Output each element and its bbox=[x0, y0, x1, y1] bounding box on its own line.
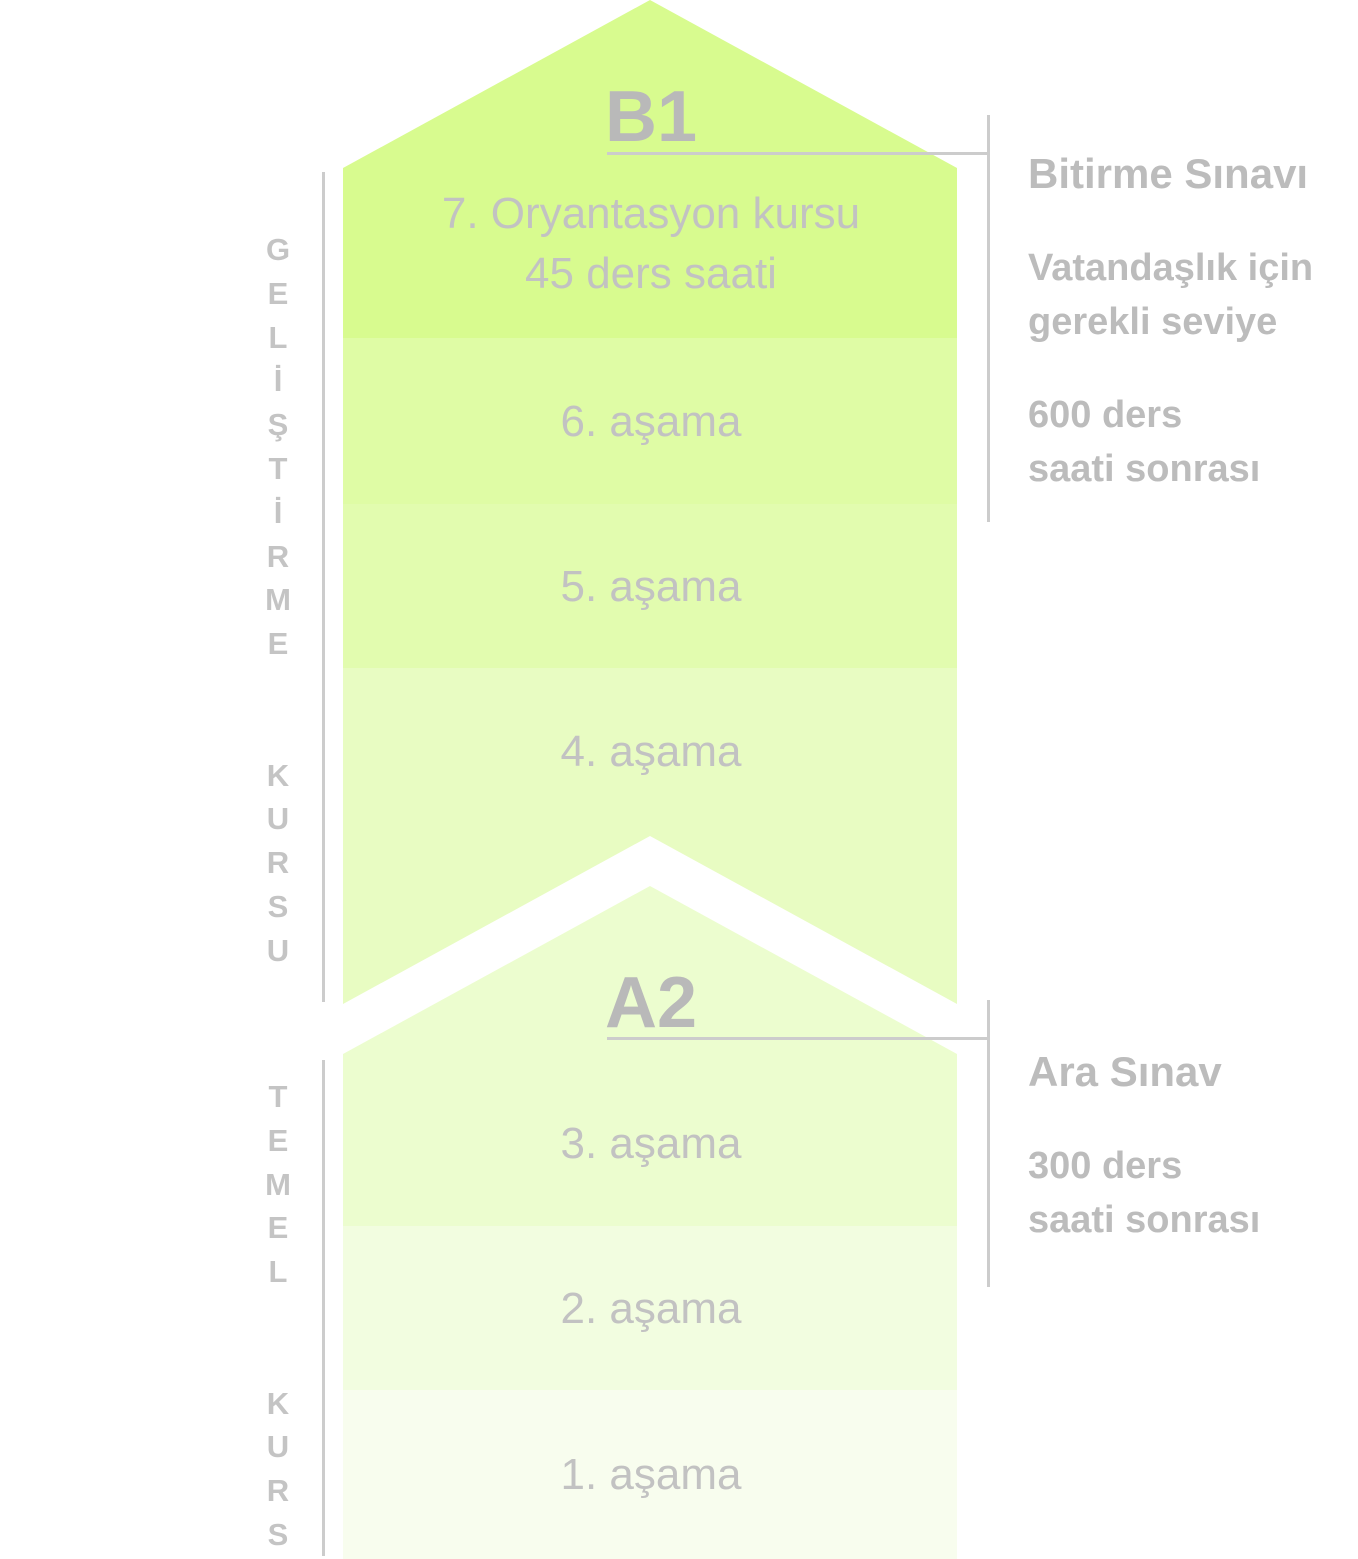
stage-4-block bbox=[343, 668, 957, 1004]
stage-7-label-line2: 45 ders saati bbox=[525, 249, 777, 298]
lower-left-bracket bbox=[322, 1060, 325, 1556]
stage-3-block bbox=[343, 886, 957, 1226]
lower-course-letter: E bbox=[267, 1122, 289, 1158]
level-a2-label: A2 bbox=[604, 963, 698, 1043]
stage-2-block bbox=[343, 1226, 957, 1390]
lower-course-letter bbox=[258, 1294, 298, 1338]
level-b1-label: B1 bbox=[604, 77, 698, 157]
lower-course-letter: T bbox=[268, 1079, 288, 1114]
stage-2-label: 2. aşama bbox=[560, 1284, 742, 1333]
upper-course-letter bbox=[258, 666, 298, 710]
upper-course-letter: Ş bbox=[267, 407, 289, 443]
stage-3-label: 3. aşama bbox=[560, 1119, 742, 1168]
b1-hours-line1: 600 ders bbox=[1028, 394, 1183, 436]
upper-course-letter: U bbox=[266, 801, 290, 837]
stage-5-block bbox=[343, 504, 957, 668]
b1-exam-title: Bitirme Sınavı bbox=[1028, 150, 1309, 197]
a2-right-bracket bbox=[987, 1000, 990, 1287]
stage-7-block bbox=[343, 0, 957, 338]
upper-course-letter bbox=[258, 710, 298, 754]
lower-course-letter: L bbox=[268, 1254, 288, 1290]
a2-hours-line2: saati sonrası bbox=[1028, 1199, 1261, 1241]
upper-course-letter: E bbox=[267, 275, 289, 311]
upper-course-letter: İ bbox=[273, 494, 283, 530]
upper-course-letter: U bbox=[266, 932, 290, 968]
upper-left-bracket bbox=[322, 172, 325, 1002]
a2-connector-line bbox=[607, 1037, 990, 1040]
upper-course-letter: R bbox=[266, 845, 290, 881]
b1-hours-line2: saati sonrası bbox=[1028, 448, 1261, 490]
lower-course-letter: E bbox=[267, 1210, 289, 1246]
upper-course-letter: T bbox=[268, 450, 288, 486]
upper-course-letter: S bbox=[267, 888, 289, 924]
lower-course-letter bbox=[258, 1338, 298, 1382]
upper-course-letter: G bbox=[265, 232, 291, 267]
upper-course-letter: M bbox=[265, 582, 291, 618]
stage-6-label: 6. aşama bbox=[560, 397, 742, 446]
lower-course-letter: M bbox=[265, 1166, 291, 1202]
stage-1-label: 1. aşama bbox=[560, 1450, 742, 1499]
upper-course-letter: L bbox=[268, 319, 288, 355]
stage-5-label: 5. aşama bbox=[560, 562, 742, 611]
a2-exam-title: Ara Sınav bbox=[1028, 1048, 1222, 1095]
b1-requirement-line1: Vatandaşlık için bbox=[1028, 247, 1314, 289]
stage-7-label-line1: 7. Oryantasyon kursu bbox=[441, 189, 861, 238]
stage-1-block bbox=[343, 1390, 957, 1559]
a2-hours-line1: 300 ders bbox=[1028, 1145, 1183, 1187]
lower-course-letter: K bbox=[266, 1385, 290, 1421]
b1-requirement-line2: gerekli seviye bbox=[1028, 301, 1278, 343]
stage-4-label: 4. aşama bbox=[560, 727, 742, 776]
b1-right-bracket bbox=[987, 115, 990, 522]
upper-course-letter: İ bbox=[273, 363, 283, 399]
upper-course-letter: R bbox=[266, 538, 290, 574]
upper-course-letter: E bbox=[267, 626, 289, 662]
lower-course-letter: U bbox=[266, 1429, 290, 1465]
stage-6-block bbox=[343, 338, 957, 504]
lower-course-letter: R bbox=[266, 1473, 290, 1509]
b1-connector-line bbox=[607, 152, 990, 155]
lower-course-letter: S bbox=[267, 1516, 289, 1552]
upper-course-letter: K bbox=[266, 757, 290, 793]
